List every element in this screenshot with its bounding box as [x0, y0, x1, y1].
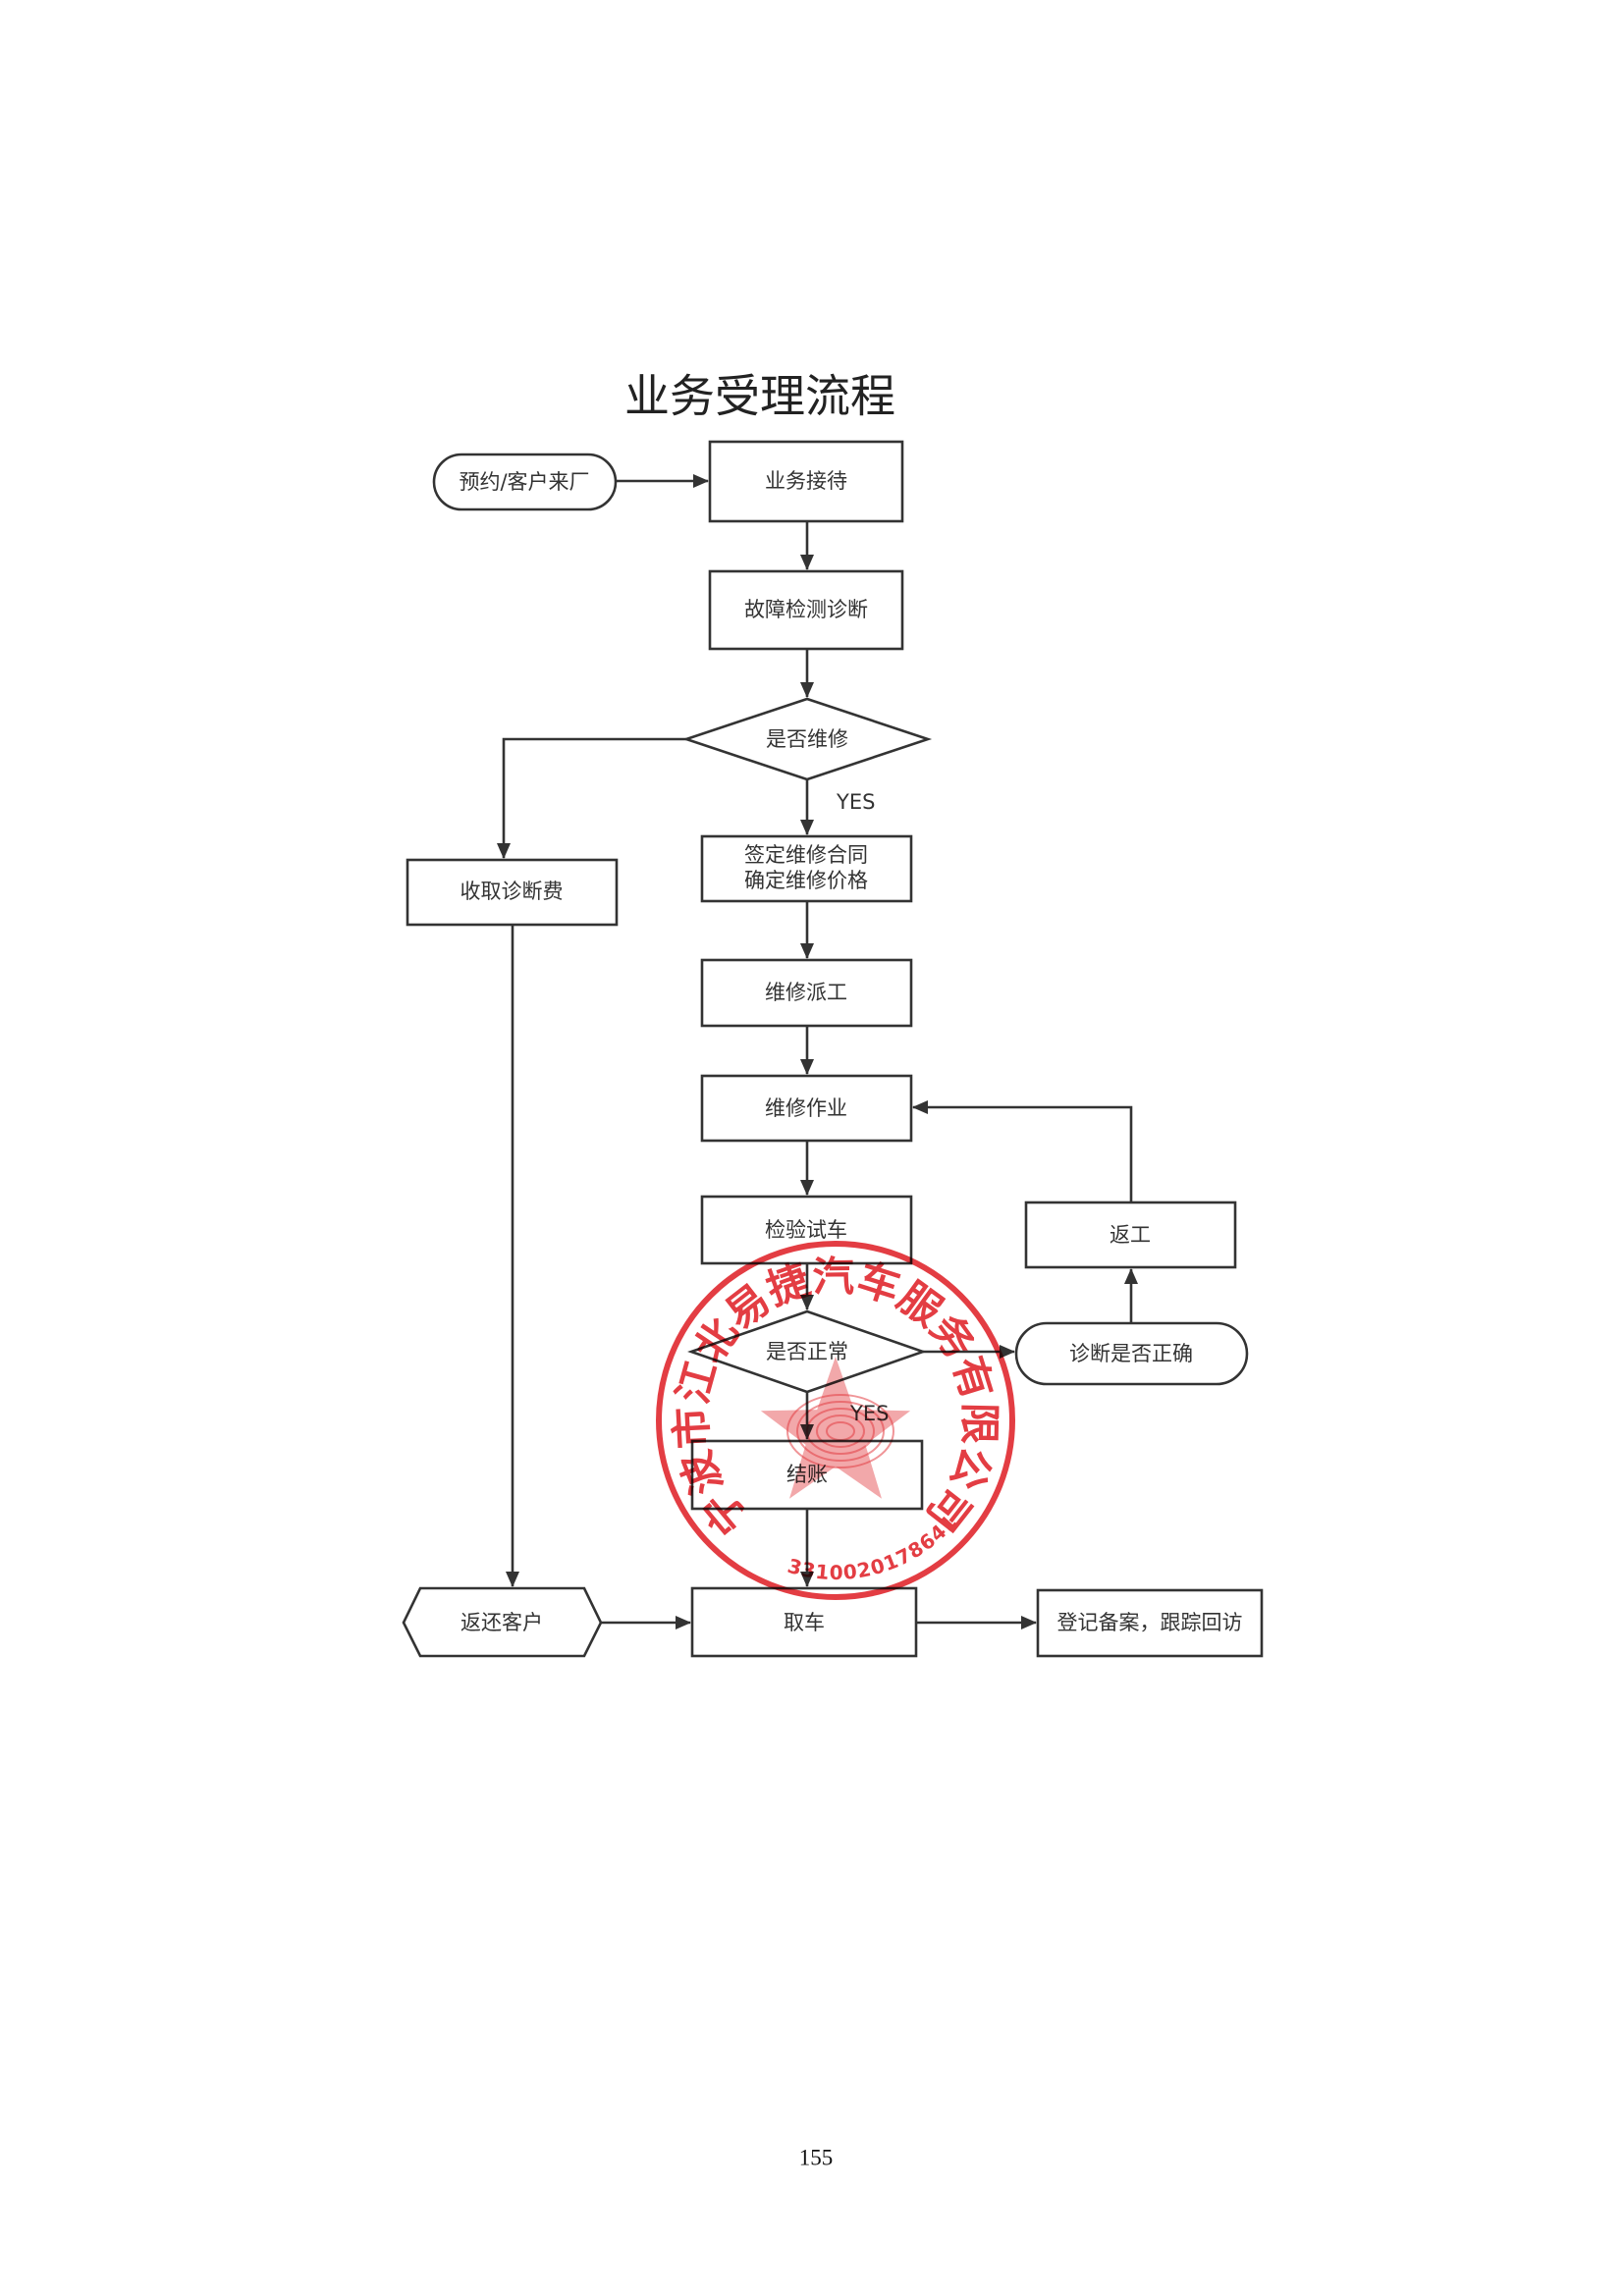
diagnosis-correct-terminator: [1014, 1321, 1249, 1386]
node-normal-check: 是否正常: [687, 1309, 927, 1394]
diagnosis-fee-label: 收取诊断费: [460, 880, 564, 903]
rework-box: [1024, 1201, 1237, 1269]
contract-label-line-2: 确定维修价格: [744, 869, 868, 892]
seal-star-icon: [760, 1357, 911, 1499]
rework-label: 返工: [1110, 1223, 1151, 1247]
node-rework: 返工: [1024, 1201, 1237, 1269]
node-inspection: 检验试车: [700, 1195, 913, 1265]
repair-decision-label: 是否维修: [766, 727, 848, 751]
node-diagnosis-correct: 诊断是否正确: [1014, 1321, 1249, 1386]
seal-ring: [656, 1241, 1015, 1600]
fingerprint-mark: [786, 1394, 894, 1468]
repair-work-box: [700, 1074, 913, 1143]
diagnosis-fee-box: [406, 858, 619, 927]
follow-up-label: 登记备案，跟踪回访: [1057, 1611, 1243, 1634]
page-title: 业务受理流程: [624, 370, 895, 423]
node-appointment: 预约/客户来厂: [432, 453, 618, 511]
node-return-customer: 返还客户: [402, 1586, 603, 1658]
edge-decision-to-fee: [497, 737, 686, 859]
normal-check-diamond: [687, 1309, 927, 1394]
node-diagnosis-fee: 收取诊断费: [406, 858, 619, 927]
follow-up-box: [1036, 1588, 1264, 1658]
inspection-label: 检验试车: [765, 1218, 847, 1242]
node-dispatch: 维修派工: [700, 958, 913, 1028]
node-pickup: 取车: [690, 1586, 918, 1658]
contract-box: [700, 834, 913, 903]
node-repair-work: 维修作业: [700, 1074, 913, 1143]
diagnosis-box: [708, 569, 904, 651]
node-contract: 签定维修合同 确定维修价格: [700, 834, 913, 903]
node-reception: 业务接待: [708, 440, 904, 523]
dispatch-box: [700, 958, 913, 1028]
seal-number: 3310020178641: [785, 1510, 961, 1584]
seal-number-path: 3310020178641: [785, 1510, 961, 1584]
inspection-box: [700, 1195, 913, 1265]
appointment-label: 预约/客户来厂: [459, 470, 589, 494]
page-number: 155: [799, 2145, 834, 2169]
diagnosis-correct-label: 诊断是否正确: [1069, 1342, 1193, 1365]
pickup-box: [690, 1586, 918, 1658]
edge-rework-to-work: [912, 1100, 1133, 1202]
node-repair-decision: 是否维修: [681, 697, 933, 781]
reception-box: [708, 440, 904, 523]
repair-work-label: 维修作业: [765, 1096, 847, 1120]
node-follow-up: 登记备案，跟踪回访: [1036, 1588, 1264, 1658]
repair-decision-diamond: [681, 697, 933, 781]
contract-label-line-1: 签定维修合同: [744, 843, 868, 867]
dispatch-label: 维修派工: [765, 981, 847, 1004]
pickup-label: 取车: [784, 1611, 825, 1634]
diagnosis-label: 故障检测诊断: [744, 598, 868, 621]
repair-yes-label: YES: [836, 790, 875, 814]
return-customer-label: 返还客户: [460, 1611, 543, 1634]
return-customer-hexagon: [402, 1586, 603, 1658]
appointment-terminator: [432, 453, 618, 511]
node-diagnosis: 故障检测诊断: [708, 569, 904, 651]
reception-label: 业务接待: [765, 469, 847, 493]
company-seal: 宁波市江北易捷汽车服务有限公司 3310020178641: [656, 1241, 1015, 1600]
